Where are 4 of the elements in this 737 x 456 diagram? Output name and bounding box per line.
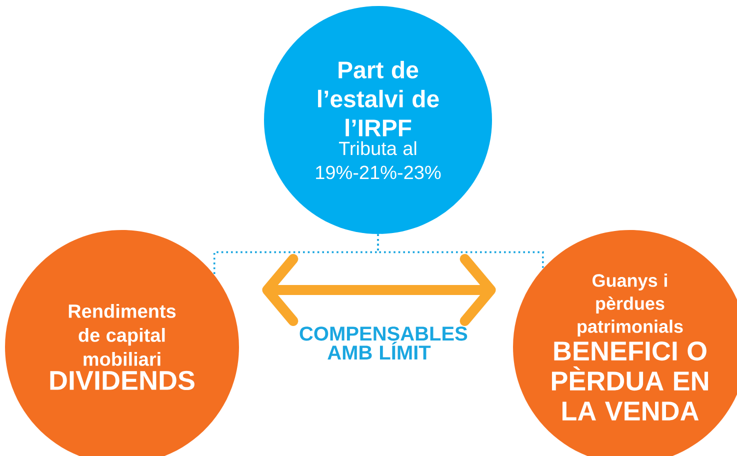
double-arrow	[262, 254, 496, 326]
edge-label: COMPENSABLES AMB LÍMIT	[297, 324, 468, 362]
circle-node: Part de l’estalvi de l’IRPF Tributa al 19%-21%-23%	[264, 6, 492, 234]
dotted-connector	[377, 234, 544, 269]
